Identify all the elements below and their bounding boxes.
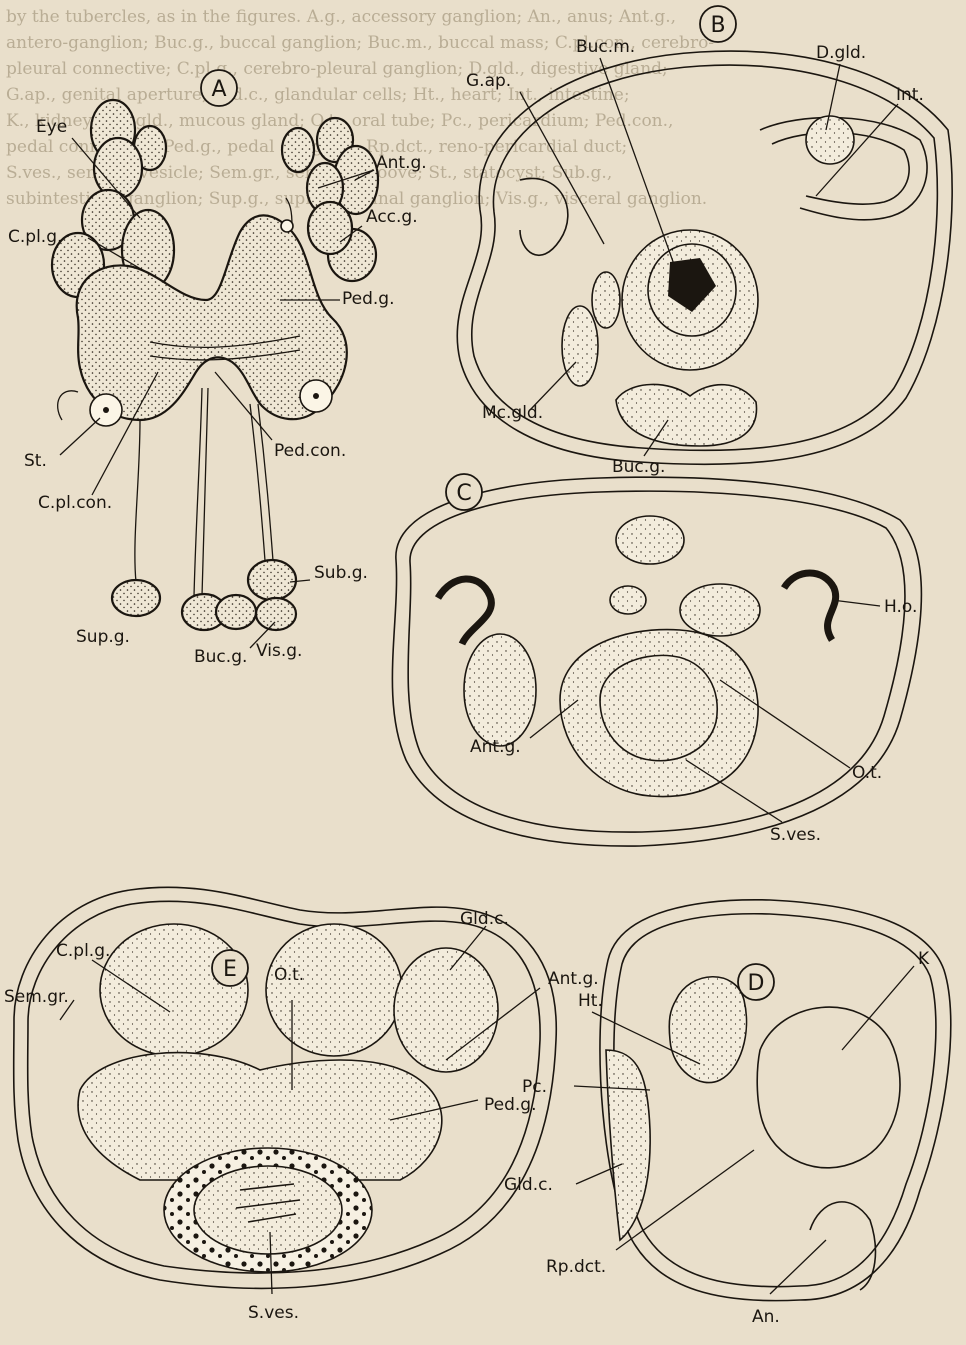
label-pedg-e: Ped.g. [484, 1095, 537, 1115]
label-bucm: Buc.m. [576, 37, 635, 57]
label-gldc-e: Gld.c. [460, 909, 509, 929]
label-visg: Vis.g. [256, 641, 302, 661]
label-ot-e: O.t. [274, 965, 304, 985]
supraintestinal-ganglion [112, 580, 160, 616]
label-int: Int. [896, 85, 924, 105]
label-sves-c: S.ves. [770, 825, 821, 845]
svg-text:by the tubercles, as in the fi: by the tubercles, as in the figures. A.g… [6, 7, 676, 27]
panel-c-letter: C [456, 481, 471, 506]
label-ht: Ht. [578, 991, 603, 1011]
label-cplg: C.pl.g. [8, 227, 62, 247]
label-bucg-b: Buc.g. [612, 457, 665, 477]
panel-e-letter: E [223, 957, 237, 982]
label-pedg-a: Ped.g. [342, 289, 395, 309]
label-k: K [918, 949, 930, 969]
label-semgr: Sem.gr. [4, 987, 69, 1007]
visceral-ganglion [256, 598, 296, 630]
panel-d-letter: D [748, 971, 765, 996]
panel-c: C H.o. Ant.g. O.t. S.ves. [392, 474, 921, 846]
label-supg: Sup.g. [76, 627, 130, 647]
label-pedcon: Ped.con. [274, 441, 346, 461]
label-ho: H.o. [884, 597, 917, 617]
label-cplg-e: C.pl.g. [56, 941, 110, 961]
label-mcgld: Mc.gld. [482, 403, 543, 423]
panel-a: A [8, 70, 427, 667]
subintestinal-ganglion [248, 560, 296, 600]
label-subg: Sub.g. [314, 563, 368, 583]
label-antg-a: Ant.g. [376, 153, 427, 173]
panel-b-letter: B [710, 13, 725, 38]
label-st: St. [24, 451, 47, 471]
panel-d: D K Ht. Pc. Gld.c. Rp.dct. An. [504, 900, 951, 1327]
label-gap: G.ap. [466, 71, 511, 91]
label-antg-e: Ant.g. [548, 969, 599, 989]
label-rpdct: Rp.dct. [546, 1257, 606, 1277]
label-an: An. [752, 1307, 780, 1327]
label-dgld: D.gld. [816, 43, 866, 63]
label-eye: Eye [36, 117, 67, 137]
panel-a-letter: A [211, 77, 226, 102]
label-cplcon: C.pl.con. [38, 493, 112, 513]
buccal-ganglion-a-right [216, 595, 256, 629]
panel-e: E O.t. C.pl.g. Sem.gr. Gld.c. Ant.g. Ped… [4, 887, 599, 1323]
svg-text:pleural connective; C.pl.g., c: pleural connective; C.pl.g., cerebro-ple… [6, 59, 668, 79]
label-bucg-a: Buc.g. [194, 647, 247, 667]
label-gldc-d: Gld.c. [504, 1175, 553, 1195]
label-sves-e: S.ves. [248, 1303, 299, 1323]
label-accg: Acc.g. [366, 207, 418, 227]
label-ot-c: O.t. [852, 763, 882, 783]
label-antg-c: Ant.g. [470, 737, 521, 757]
